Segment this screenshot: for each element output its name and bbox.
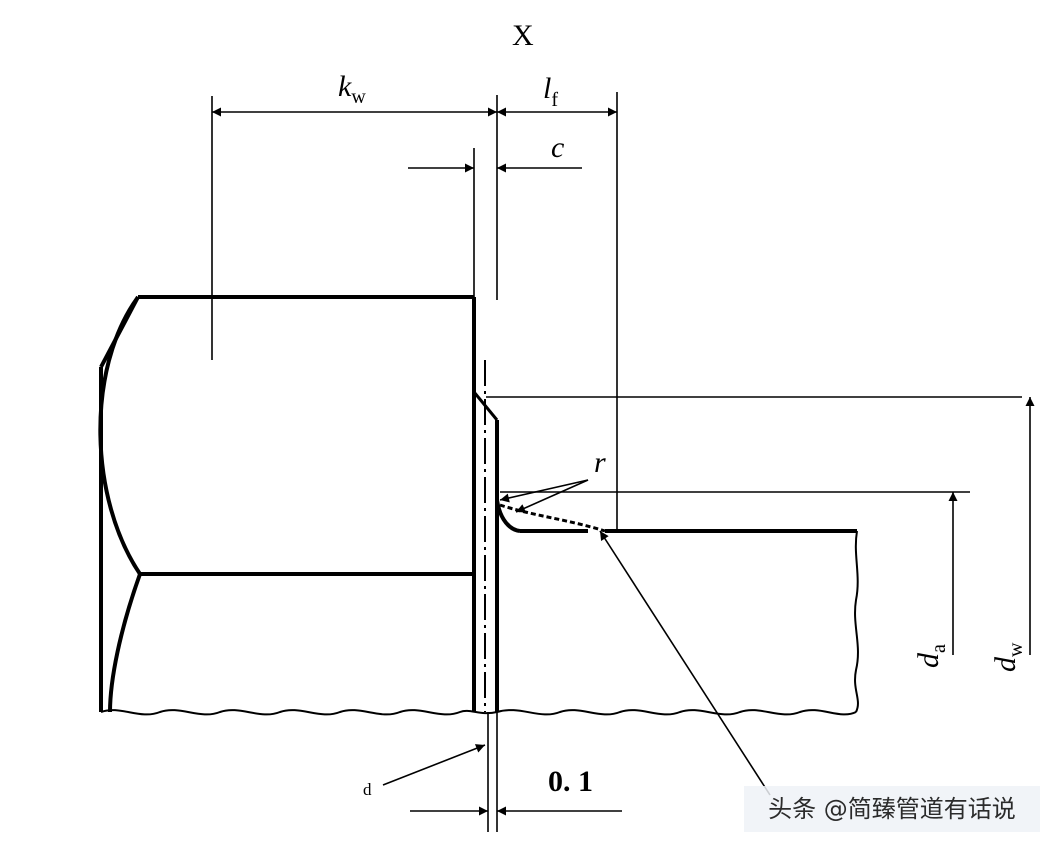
dimension-lines — [211, 92, 1035, 832]
dw-label: dw — [989, 642, 1027, 672]
watermark-text: 头条 @简臻管道有话说 — [744, 786, 1040, 832]
weld-strip — [472, 360, 521, 712]
r-leader-2 — [515, 479, 589, 513]
gap-label: 0. 1 — [548, 765, 593, 798]
shaft — [100, 503, 859, 716]
r-label: r — [594, 446, 606, 479]
transition-leader — [599, 530, 771, 796]
kw-label: kw — [338, 70, 366, 108]
d-label: d — [363, 780, 372, 799]
c-label: c — [551, 131, 564, 164]
lf-label: lf — [543, 72, 558, 111]
svg-text:dw: dw — [989, 642, 1027, 672]
d-leader — [382, 744, 486, 786]
svg-text:da: da — [912, 644, 950, 668]
da-label: da — [912, 644, 950, 668]
view-label: X — [512, 19, 534, 52]
head-body — [98, 295, 476, 713]
r-leader-1 — [499, 479, 589, 503]
